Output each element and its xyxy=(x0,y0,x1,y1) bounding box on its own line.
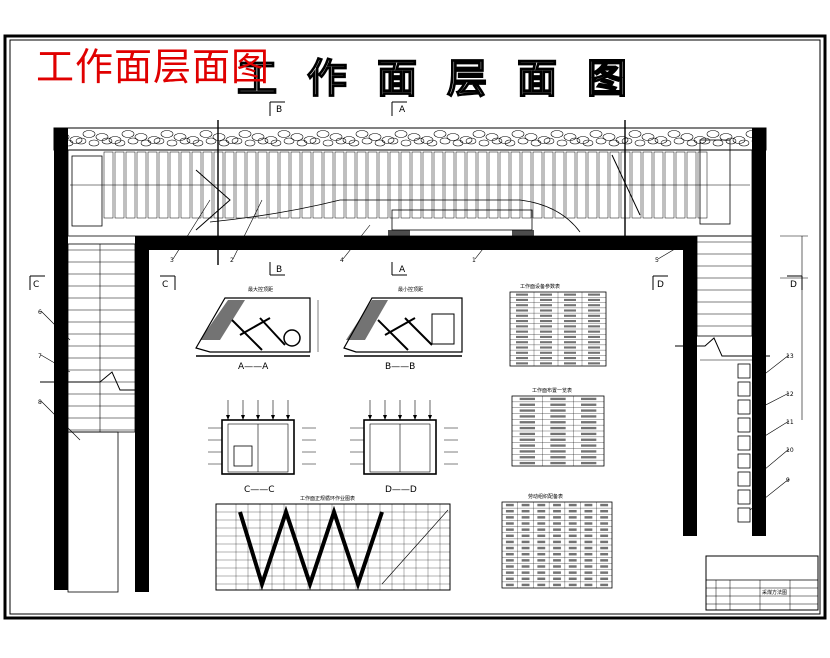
section-view-aa: 最大控顶距 A——A xyxy=(195,286,319,372)
callout-number: 6 xyxy=(38,309,42,316)
title-block: 采煤方法图 xyxy=(705,555,819,611)
schedule-title: 工作面正规循环作业图表 xyxy=(300,495,355,502)
section-marks: B A B A C C D D xyxy=(29,101,803,290)
callout-number: 11 xyxy=(786,419,794,426)
label-min-control: 最小控顶距 xyxy=(398,286,423,293)
label-max-control: 最大控顶距 xyxy=(248,286,273,293)
title-char: 图 xyxy=(586,54,627,102)
drawing-title: 工 作 面 层 面 图 xyxy=(222,46,642,104)
section-view-bb: 最小控顶距 B——B xyxy=(343,286,463,372)
right-dimension xyxy=(780,235,808,420)
overlay-title: 工作面层面图 xyxy=(36,45,271,89)
callout-number: 8 xyxy=(38,399,42,406)
title-char: 面 xyxy=(516,54,557,102)
right-support-column xyxy=(700,359,752,523)
section-mark-c-left: C xyxy=(33,280,39,290)
left-gateroad xyxy=(67,243,136,433)
roof-rock-band xyxy=(53,127,767,151)
face-support-area xyxy=(67,139,753,244)
section-mark-d-left: D xyxy=(657,280,664,290)
callout-number: 9 xyxy=(786,477,790,484)
title-char: 作 xyxy=(306,54,347,102)
label-dd: D——D xyxy=(385,485,417,495)
section-view-dd: D——D xyxy=(350,400,458,495)
callout-number: 12 xyxy=(786,391,794,398)
title-block-name: 采煤方法图 xyxy=(762,589,787,596)
cycle-schedule-chart: 工作面正规循环作业图表 xyxy=(215,495,451,591)
outer-frame xyxy=(3,34,827,620)
callout-number: 10 xyxy=(786,447,794,454)
left-break-line xyxy=(40,371,145,391)
section-mark-b-top: B xyxy=(276,105,282,115)
labor-table-title: 劳动组织配备表 xyxy=(528,493,563,500)
section-mark-a-top: A xyxy=(399,105,406,115)
callout-number: 3 xyxy=(170,257,174,264)
section-mark-b-bottom: B xyxy=(276,265,282,275)
label-aa: A——A xyxy=(238,362,269,372)
right-gateroad xyxy=(696,235,753,337)
label-cc: C——C xyxy=(244,485,275,495)
callout-number: 4 xyxy=(340,257,344,264)
left-lower-gateroad xyxy=(67,431,119,593)
section-view-cc: C——C xyxy=(208,400,316,495)
right-break-line xyxy=(675,337,770,357)
title-char: 工 xyxy=(236,54,277,102)
callout-number: 7 xyxy=(38,353,42,360)
callout-number: 5 xyxy=(655,257,659,264)
callout-number: 1 xyxy=(472,257,476,264)
section-mark-c-right: C xyxy=(162,280,168,290)
title-char: 层 xyxy=(446,54,487,102)
label-bb: B——B xyxy=(385,362,415,372)
callout-number: 2 xyxy=(230,257,234,264)
section-mark-a-bottom: A xyxy=(399,265,406,275)
section-mark-d-right: D xyxy=(790,280,797,290)
callout-number: 13 xyxy=(786,353,794,360)
layout-table-title: 工作面布置一览表 xyxy=(532,387,572,394)
inner-frame xyxy=(9,39,821,615)
equipment-table-title: 工作面设备参数表 xyxy=(520,283,560,290)
title-char: 面 xyxy=(376,54,417,102)
